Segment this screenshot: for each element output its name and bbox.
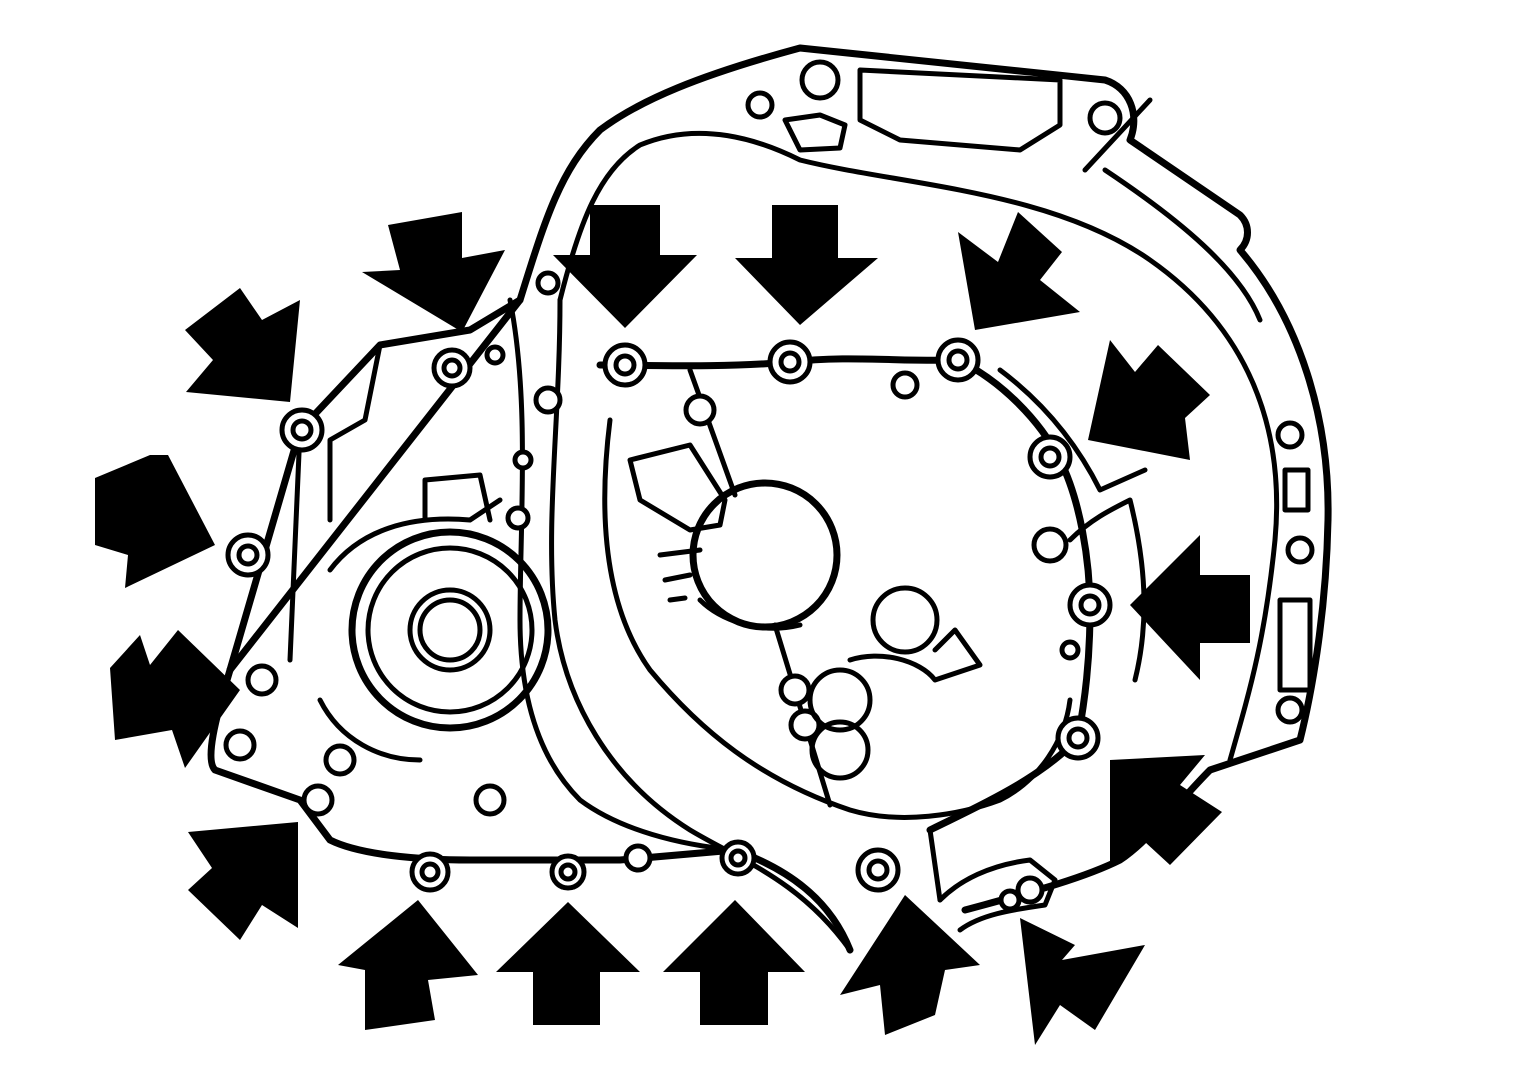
arrow-down-left-2 <box>1088 340 1210 460</box>
arrow-up-left-1 <box>1110 755 1222 865</box>
bolt-boss <box>935 337 981 383</box>
bolt-boss <box>225 532 271 578</box>
arrow-down-right-2 <box>362 212 505 332</box>
arrow-left-1 <box>1130 535 1250 680</box>
arrow-down-2 <box>735 205 878 325</box>
bolt-boss <box>1015 875 1045 905</box>
arrow-down-1 <box>553 205 697 328</box>
arrow-up-right-1 <box>1020 918 1145 1045</box>
bolt-boss <box>767 339 813 385</box>
arrow-right-1 <box>110 630 240 768</box>
arrow-up-1 <box>840 895 980 1035</box>
arrow-down-left-1 <box>958 212 1080 330</box>
bolt-boss <box>1067 582 1113 628</box>
bolt-boss <box>409 851 451 893</box>
bolt-boss <box>301 783 335 817</box>
bolt-boss <box>1027 434 1073 480</box>
arrow-up-3 <box>496 902 640 1025</box>
bolt-boss <box>279 407 325 453</box>
arrow-right-2 <box>95 455 215 588</box>
bolt-boss <box>855 847 901 893</box>
bolt-boss <box>245 663 279 697</box>
arrow-up-right-2 <box>188 822 298 940</box>
bolt-boss <box>602 342 648 388</box>
arrow-up-4 <box>338 900 478 1030</box>
bolt-boss <box>549 853 587 891</box>
arrow-down-right-1 <box>185 288 300 402</box>
bolt-bosses <box>225 337 1113 905</box>
arrow-up-2 <box>663 900 805 1025</box>
bolt-boss <box>1055 715 1101 761</box>
callout-arrows <box>95 205 1250 1045</box>
bolt-boss <box>719 839 757 877</box>
bolt-boss <box>431 347 473 389</box>
case-outline <box>207 44 1332 954</box>
